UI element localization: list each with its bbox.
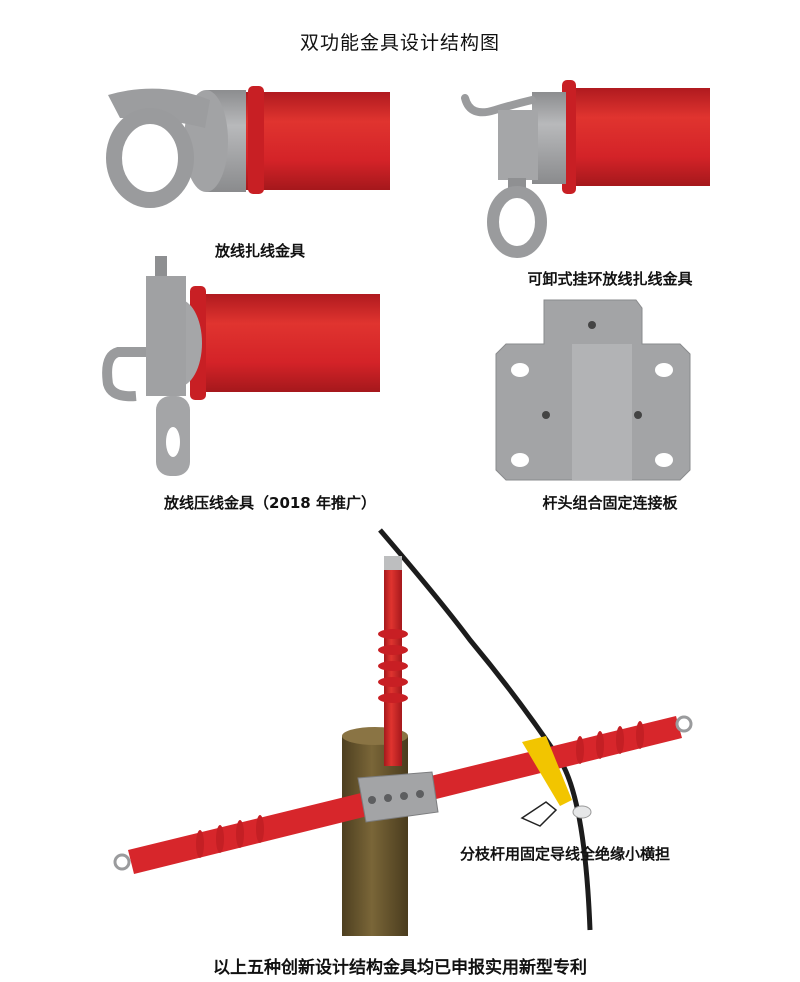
- hook-arm: [461, 94, 536, 117]
- hanging-ring: [487, 186, 547, 258]
- insulator-sleeve: [570, 88, 710, 186]
- utility-pole: [342, 736, 408, 936]
- plate-hole: [542, 411, 550, 419]
- connection-plate-illustration: [495, 299, 691, 481]
- insulator-shed: [576, 736, 584, 764]
- plate-hole: [634, 411, 642, 419]
- top-clamp: [384, 556, 402, 570]
- pointing-hand-icon: [520, 801, 558, 827]
- insulator-shed: [196, 830, 204, 858]
- overhead-cable: [378, 528, 593, 931]
- plate-hole: [655, 453, 673, 467]
- vertical-shed: [378, 645, 408, 655]
- plate-hole: [511, 453, 529, 467]
- branch-clamp: [522, 736, 572, 806]
- caption-fitting-3: 放线压线金具（2018 年推广）: [164, 494, 376, 512]
- vertical-shed: [378, 693, 408, 703]
- plate-bolt: [368, 796, 376, 804]
- vertical-shed: [378, 629, 408, 639]
- insulator-shed: [636, 721, 644, 749]
- pole-head-plate: [357, 771, 439, 823]
- insulator-shed: [236, 820, 244, 848]
- plate-rib: [572, 344, 632, 480]
- insulator-shed: [596, 731, 604, 759]
- ring-loop: [106, 108, 194, 208]
- plate-bolt: [416, 790, 424, 798]
- page-title: 双功能金具设计结构图: [299, 32, 500, 54]
- caption-cross-arm: 分枝杆用固定导线全绝缘小横担: [459, 845, 670, 863]
- bolt: [155, 256, 167, 280]
- caption-connection-plate: 杆头组合固定连接板: [542, 494, 678, 512]
- fitting-2-illustration: [461, 80, 710, 258]
- insulator-shed: [216, 825, 224, 853]
- vertical-shed: [378, 661, 408, 671]
- clamp-body: [498, 110, 538, 180]
- vertical-shed: [378, 677, 408, 687]
- cross-arm-end-ring: [113, 853, 131, 871]
- pole-assembly-illustration: [113, 528, 693, 936]
- plate-hole: [655, 363, 673, 377]
- insulator-sleeve: [240, 92, 390, 190]
- fitting-1-illustration: [106, 86, 390, 208]
- plate-bolt: [384, 794, 392, 802]
- insulator-collar: [248, 86, 264, 194]
- tail-hole: [166, 427, 180, 457]
- clamp-body: [146, 276, 186, 396]
- footer-note: 以上五种创新设计结构金具均已申报实用新型专利: [213, 958, 587, 978]
- caption-fitting-1: 放线扎线金具: [214, 242, 305, 260]
- plate-hole: [588, 321, 596, 329]
- cable-tie: [572, 805, 592, 819]
- insulator-sleeve: [200, 294, 380, 392]
- press-hook: [102, 347, 146, 402]
- caption-fitting-2: 可卸式挂环放线扎线金具: [527, 270, 693, 288]
- plate-bolt: [400, 792, 408, 800]
- cross-arm-end-ring: [675, 715, 693, 733]
- insulator-shed: [256, 815, 264, 843]
- plate-hole: [511, 363, 529, 377]
- insulator-shed: [616, 726, 624, 754]
- fitting-3-illustration: [102, 256, 380, 476]
